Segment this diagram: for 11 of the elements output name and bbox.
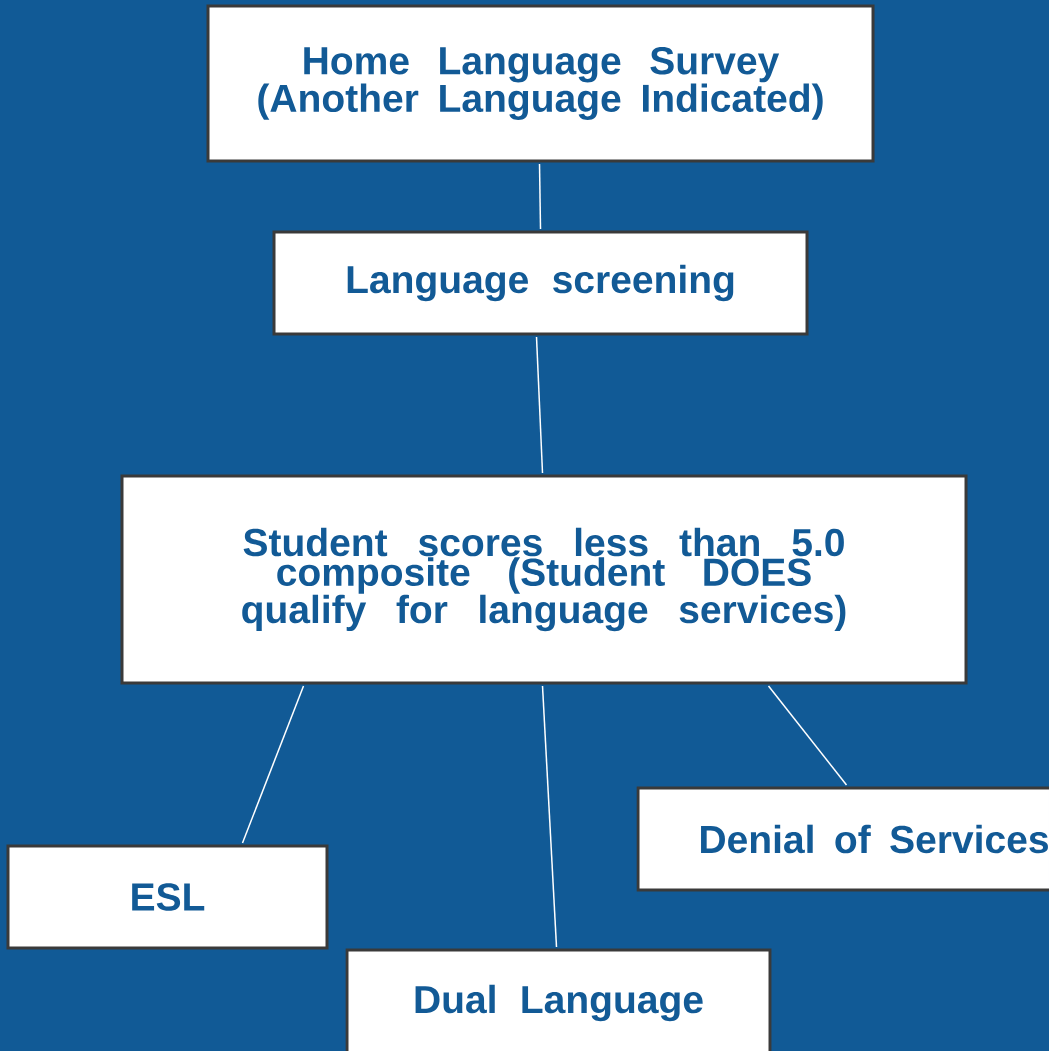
process-box: Denial of Services xyxy=(636,786,1049,892)
connector-line xyxy=(538,163,542,230)
process-box: Dual Language xyxy=(345,948,772,1051)
process-box: Language screening xyxy=(272,230,809,336)
process-box: ESL xyxy=(6,844,329,950)
process-box: Home Language Survey (Another Language Indicated) xyxy=(206,4,875,163)
connector-line xyxy=(535,336,544,474)
connector-line xyxy=(541,685,558,948)
process-box: Student scores less than 5.0 composite (Student DOES qualify for language services) xyxy=(120,474,968,685)
connector-line xyxy=(767,685,848,786)
connector-line xyxy=(241,685,305,844)
